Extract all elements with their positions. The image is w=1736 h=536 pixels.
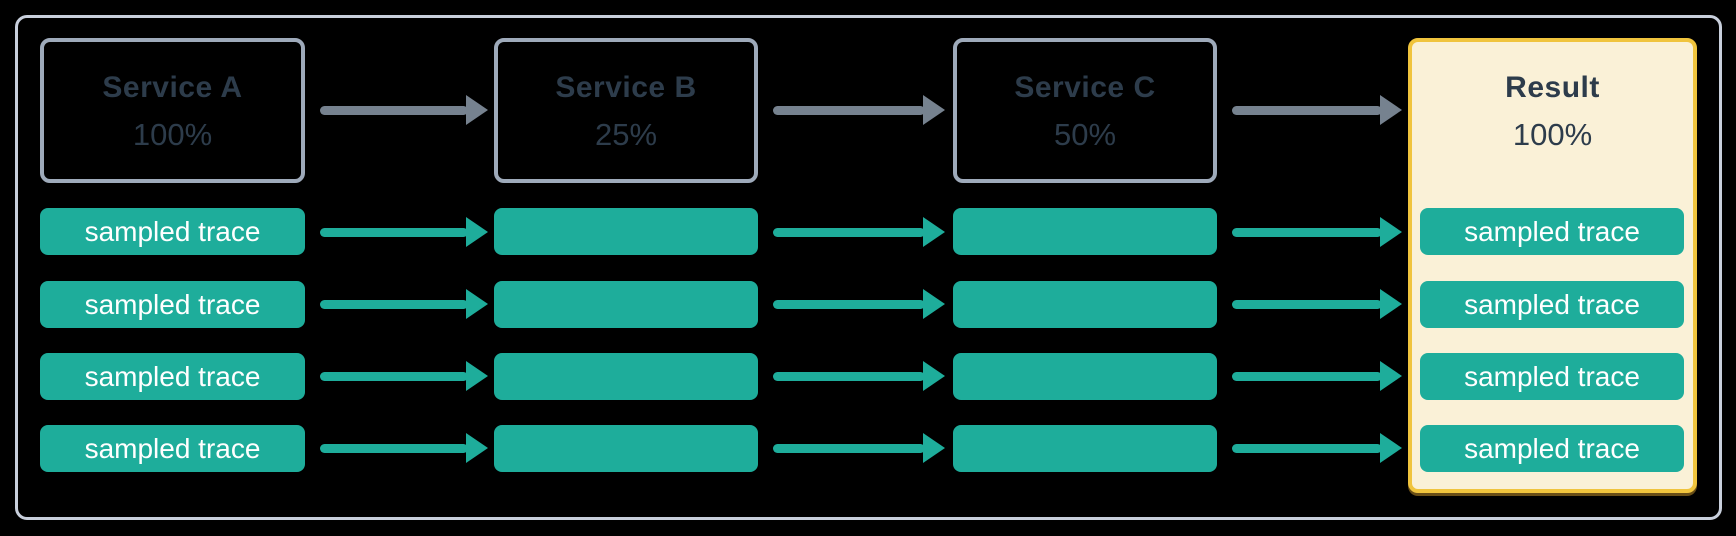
trace-box: sampled trace: [1420, 281, 1684, 328]
arrow-head-icon: [1380, 361, 1402, 391]
diagram-frame: [15, 15, 1722, 520]
trace-label: sampled trace: [84, 432, 261, 464]
trace-box: [494, 425, 758, 472]
trace-box: sampled trace: [40, 281, 305, 328]
trace-box: sampled trace: [40, 208, 305, 255]
trace-box: [494, 208, 758, 255]
arrow-head-icon: [1380, 433, 1402, 463]
trace-box: [494, 281, 758, 328]
trace-arrow: [773, 428, 945, 468]
trace-label: sampled trace: [1464, 215, 1640, 247]
trace-box: [953, 353, 1217, 400]
trace-arrow: [320, 428, 488, 468]
trace-box: sampled trace: [40, 425, 305, 472]
arrow-shaft: [773, 227, 925, 237]
flow-arrow-a-to-b: [320, 90, 488, 130]
trace-label: sampled trace: [84, 215, 261, 247]
trace-arrow: [320, 284, 488, 324]
trace-arrow: [320, 212, 488, 252]
arrow-shaft: [773, 443, 925, 453]
arrow-head-icon: [923, 361, 945, 391]
arrow-shaft: [320, 443, 468, 453]
trace-box: sampled trace: [1420, 353, 1684, 400]
arrow-head-icon: [923, 217, 945, 247]
service-b-box: Service B 25%: [494, 38, 758, 183]
arrow-shaft: [1232, 443, 1382, 453]
trace-box: sampled trace: [40, 353, 305, 400]
trace-label: sampled trace: [1464, 432, 1640, 464]
result-title: Result: [1505, 71, 1600, 104]
arrow-head-icon: [466, 217, 488, 247]
service-a-percent: 100%: [132, 116, 213, 152]
arrow-head-icon: [923, 433, 945, 463]
flow-arrow-c-to-result: [1232, 90, 1402, 130]
trace-label: sampled trace: [84, 360, 261, 392]
trace-arrow: [773, 212, 945, 252]
flow-arrow-b-to-c: [773, 90, 945, 130]
trace-label: sampled trace: [1464, 288, 1640, 320]
service-c-box: Service C 50%: [953, 38, 1217, 183]
trace-box: sampled trace: [1420, 425, 1684, 472]
arrow-shaft: [1232, 299, 1382, 309]
trace-arrow: [1232, 212, 1402, 252]
arrow-shaft: [320, 105, 468, 115]
arrow-shaft: [320, 371, 468, 381]
service-c-percent: 50%: [1053, 116, 1117, 152]
service-a-title: Service A: [102, 70, 243, 104]
arrow-shaft: [320, 227, 468, 237]
trace-box: [953, 425, 1217, 472]
service-b-percent: 25%: [594, 116, 658, 152]
trace-arrow: [1232, 428, 1402, 468]
trace-box: sampled trace: [1420, 208, 1684, 255]
arrow-head-icon: [923, 95, 945, 125]
arrow-shaft: [1232, 371, 1382, 381]
trace-arrow: [320, 356, 488, 396]
trace-arrow: [1232, 356, 1402, 396]
arrow-head-icon: [466, 361, 488, 391]
result-header: Result 100%: [1412, 42, 1693, 158]
trace-label: sampled trace: [84, 288, 261, 320]
trace-box: [494, 353, 758, 400]
arrow-shaft: [1232, 105, 1382, 115]
arrow-head-icon: [1380, 95, 1402, 125]
arrow-shaft: [773, 371, 925, 381]
arrow-head-icon: [923, 289, 945, 319]
arrow-shaft: [1232, 227, 1382, 237]
trace-arrow: [773, 284, 945, 324]
arrow-head-icon: [466, 289, 488, 319]
arrow-head-icon: [466, 95, 488, 125]
service-c-title: Service C: [1014, 70, 1156, 104]
trace-arrow: [1232, 284, 1402, 324]
trace-box: [953, 281, 1217, 328]
arrow-shaft: [320, 299, 468, 309]
service-a-box: Service A 100%: [40, 38, 305, 183]
arrow-head-icon: [1380, 289, 1402, 319]
service-b-title: Service B: [555, 70, 697, 104]
arrow-head-icon: [1380, 217, 1402, 247]
arrow-shaft: [773, 299, 925, 309]
result-percent: 100%: [1512, 117, 1593, 152]
result-panel: Result 100%: [1408, 38, 1697, 493]
trace-box: [953, 208, 1217, 255]
trace-label: sampled trace: [1464, 360, 1640, 392]
arrow-shaft: [773, 105, 925, 115]
arrow-head-icon: [466, 433, 488, 463]
trace-arrow: [773, 356, 945, 396]
